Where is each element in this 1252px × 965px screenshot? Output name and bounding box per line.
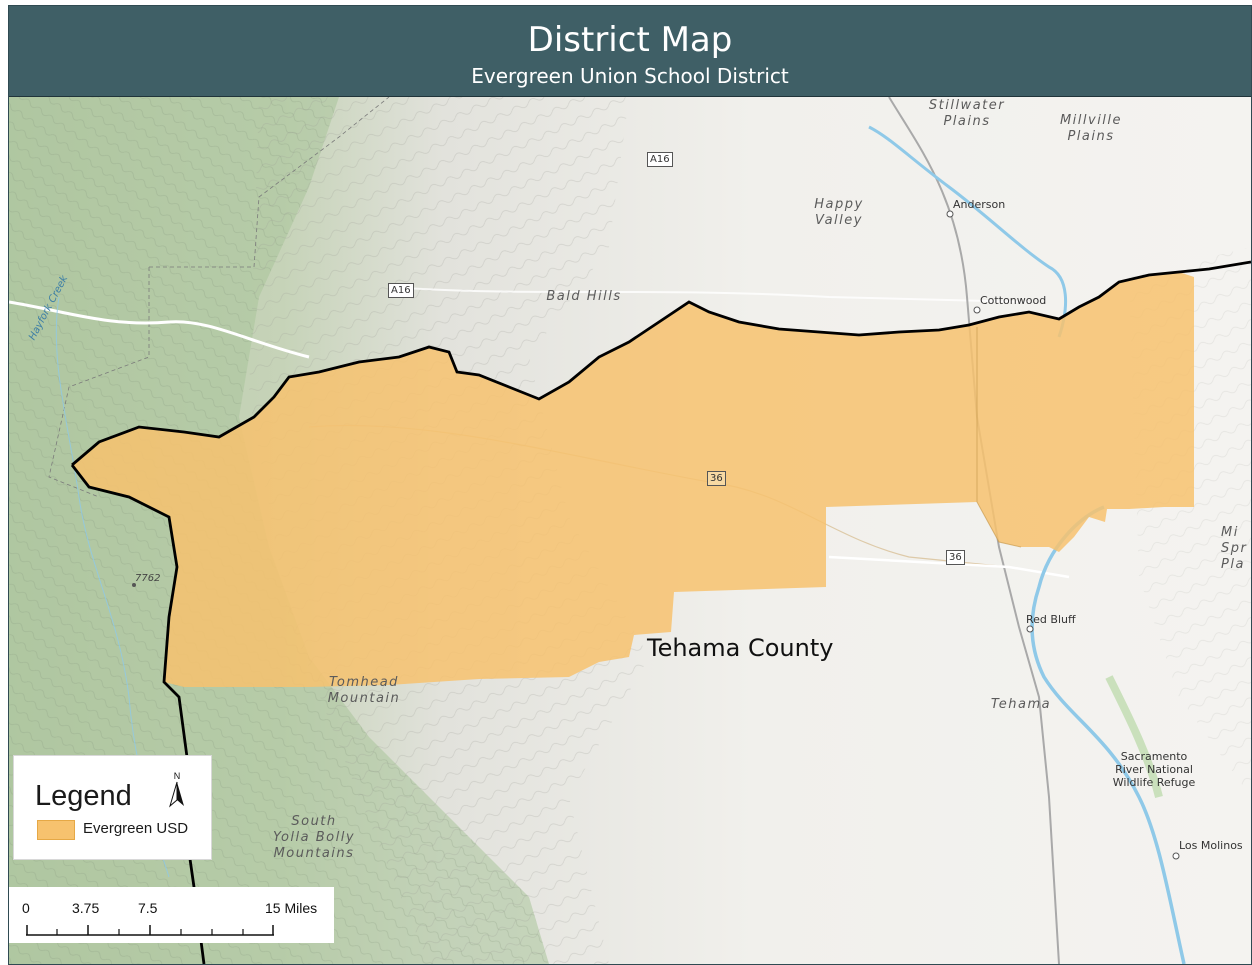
label-red-bluff: Red Bluff (1026, 613, 1076, 626)
map-header: District Map Evergreen Union School Dist… (9, 6, 1251, 97)
scale-label-15-miles: 15 Miles (265, 900, 318, 916)
wildlife-refuge-strip (1105, 675, 1163, 798)
county-boundary-north (71, 260, 1251, 467)
scale-label-7-5: 7.5 (138, 900, 158, 916)
scale-bar: 0 3.75 7.5 15 Miles (9, 887, 334, 943)
label-anderson: Anderson (953, 198, 1006, 211)
scale-bar-graphic (26, 925, 274, 936)
river-north (868, 125, 1068, 338)
label-tehama: Tehama (990, 697, 1052, 712)
scale-label-3-75: 3.75 (72, 900, 100, 916)
anderson-dot (946, 210, 954, 218)
legend-title: Legend (35, 780, 132, 812)
cottonwood-dot (973, 306, 981, 314)
label-wildlife-refuge: Sacramento River National Wildlife Refug… (1112, 750, 1196, 789)
label-south-yolla-bolly: South Yolla Bolly Mountains (272, 814, 356, 861)
label-elevation: 7762 (135, 573, 161, 584)
map-title: District Map (527, 20, 733, 60)
shield-a16-top: A16 (647, 152, 673, 167)
north-label: N (174, 771, 181, 781)
los-molinos-dot (1172, 852, 1180, 860)
label-cottonwood: Cottonwood (980, 294, 1047, 307)
forest-boundary (48, 97, 390, 498)
map-frame: District Map Evergreen Union School Dist… (8, 5, 1252, 965)
label-happy-valley: Happy Valley (814, 197, 864, 228)
legend-swatch-evergreen (37, 820, 75, 840)
shield-hwy-36-outside: 36 (946, 550, 965, 565)
shield-hwy-36-inside: 36 (707, 471, 726, 486)
highway-36-east (828, 555, 1070, 579)
district-internal-line (976, 327, 1022, 548)
sacramento-river (1030, 505, 1186, 964)
legend-panel: Legend N Evergreen USD (13, 755, 212, 860)
mountain-relief-west (9, 97, 549, 964)
highway-36-west (9, 300, 310, 359)
north-arrow-icon: N (166, 770, 188, 810)
evergreen-usd-district[interactable] (72, 272, 1194, 687)
scale-label-0: 0 (22, 900, 30, 916)
road-a16 (388, 286, 1030, 303)
label-stillwater-plains: Stillwater Plains (928, 98, 1006, 129)
label-tomhead-mountain: Tomhead Mountain (327, 675, 401, 706)
red-bluff-dot (1026, 625, 1034, 633)
legend-label-evergreen: Evergreen USD (83, 820, 189, 837)
label-bald-hills: Bald Hills (546, 289, 622, 304)
label-tehama-county: Tehama County (647, 634, 834, 662)
label-los-molinos: Los Molinos (1179, 839, 1243, 852)
map-canvas[interactable]: Stillwater Plains Millville Plains Happy… (9, 97, 1251, 964)
label-millville-plains: Millville Plains (1059, 113, 1123, 144)
elevation-point (132, 583, 136, 587)
map-subtitle: Evergreen Union School District (471, 64, 789, 88)
basemap-svg (9, 97, 1251, 964)
interstate-5 (888, 97, 1060, 964)
shield-a16-mid: A16 (388, 283, 414, 298)
label-edge-partial: Mi Spr Pla (1221, 525, 1248, 572)
